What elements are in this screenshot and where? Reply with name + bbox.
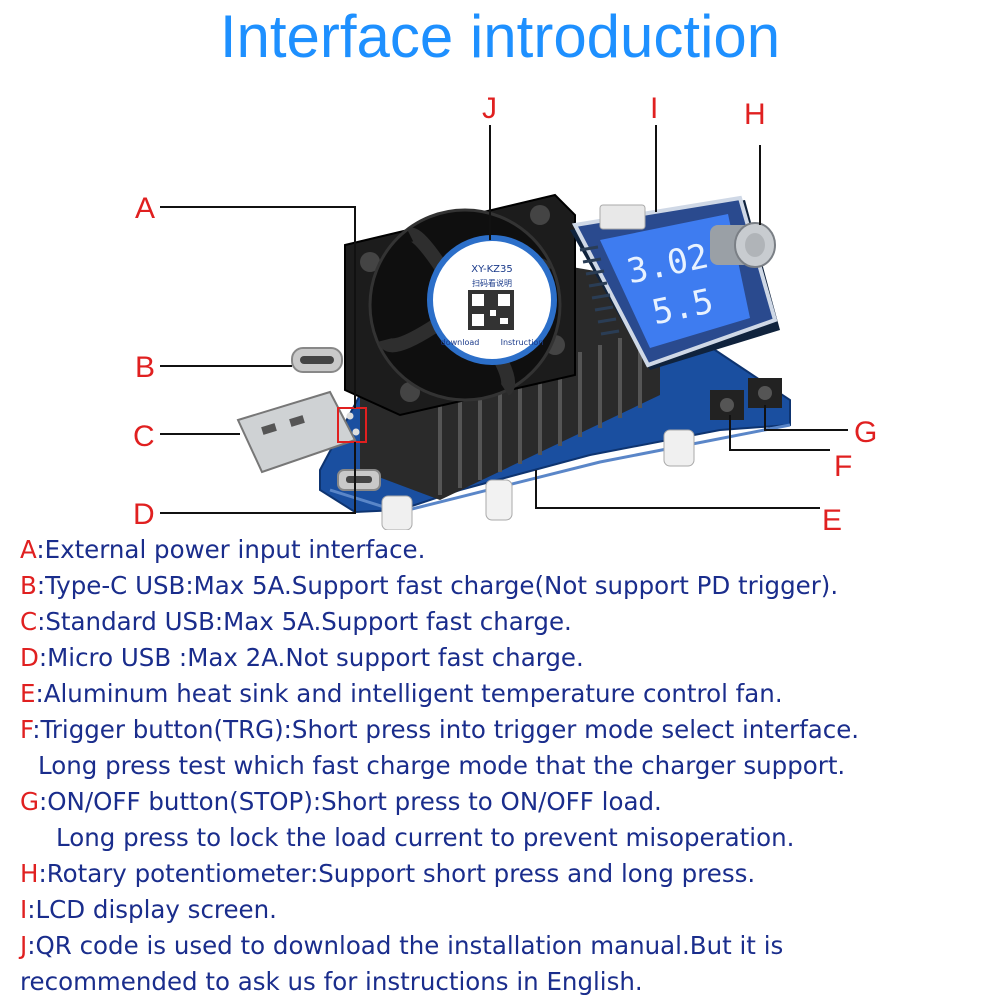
legend-item-i: I:LCD display screen. — [20, 895, 277, 924]
callout-f: F — [834, 450, 852, 483]
page-title: Interface introduction — [219, 3, 781, 70]
legend-item-c: C:Standard USB:Max 5A.Support fast charg… — [20, 607, 572, 636]
legend-item-j: J:QR code is used to download the instal… — [20, 931, 784, 960]
callout-j: J — [482, 92, 497, 125]
legend-item-e: E:Aluminum heat sink and intelligent tem… — [20, 679, 783, 708]
sticker-right-text: Instruction — [501, 338, 544, 347]
legend-item-d: D:Micro USB :Max 2A.Not support fast cha… — [20, 643, 584, 672]
standoffs — [381, 429, 695, 530]
micro-usb-port — [337, 469, 381, 491]
sticker-top-text: 扫码看说明 — [472, 278, 512, 288]
legend-item-f: F:Trigger button(TRG):Short press into t… — [20, 715, 860, 744]
callout-d: D — [133, 498, 155, 530]
sticker-left-text: download — [441, 338, 480, 347]
fan-model-label: XY-KZ35 — [471, 264, 513, 275]
legend-list: A:External power input interface. B:Type… — [20, 532, 1000, 1000]
device-diagram: XY-KZ35 扫码看说明 download Instruction 3.02 … — [133, 92, 877, 530]
legend-item-h: H:Rotary potentiometer:Support short pre… — [20, 859, 756, 888]
legend-item-g-cont: Long press to lock the load current to p… — [56, 823, 795, 852]
callout-lines — [160, 125, 848, 514]
callout-g: G — [854, 416, 877, 449]
legend-item-f-cont: Long press test which fast charge mode t… — [38, 751, 846, 780]
qr-code-icon — [468, 290, 514, 330]
type-c-port — [291, 347, 343, 373]
cooling-fan: XY-KZ35 扫码看说明 download Instruction — [344, 193, 576, 417]
legend-item-b: B:Type-C USB:Max 5A.Support fast charge(… — [20, 571, 839, 600]
callout-i: I — [650, 92, 658, 125]
callout-e: E — [822, 504, 842, 530]
callout-a: A — [135, 192, 155, 225]
legend-item-a: A:External power input interface. — [20, 535, 426, 564]
rotary-knob — [710, 222, 776, 268]
callout-b: B — [135, 351, 155, 384]
legend-item-g: G:ON/OFF button(STOP):Short press to ON/… — [20, 787, 662, 816]
usb-a-plug — [236, 390, 357, 474]
callout-c: C — [133, 420, 155, 453]
callout-h: H — [744, 98, 766, 131]
legend-item-j-cont: recommended to ask us for instructions i… — [20, 967, 643, 996]
tactile-buttons — [710, 378, 782, 420]
power-input-pads — [337, 407, 367, 443]
